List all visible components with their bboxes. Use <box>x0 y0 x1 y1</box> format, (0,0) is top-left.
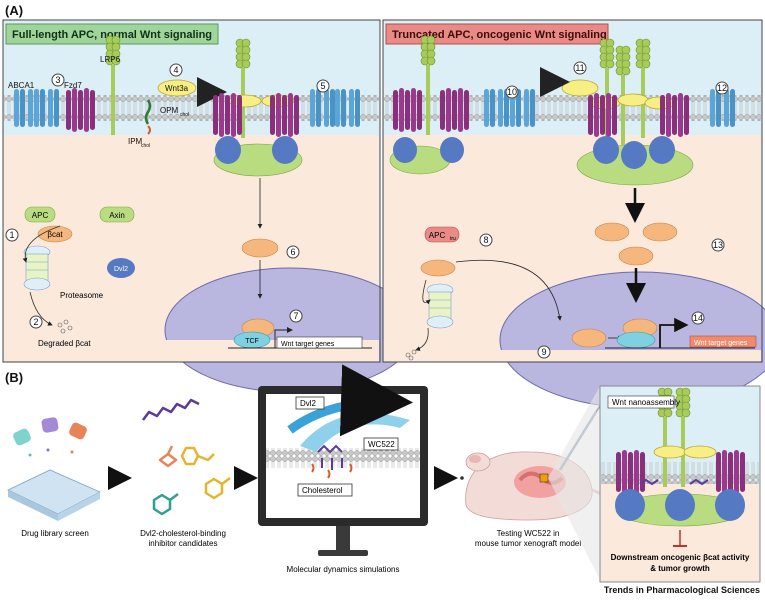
degraded-label: Degraded βcat <box>38 339 91 348</box>
wnt-target-box-left <box>276 336 363 349</box>
ipm-label: IPM <box>128 137 143 146</box>
right-cell <box>382 19 765 409</box>
monitor-wc522-box <box>363 437 399 451</box>
apc-protein <box>24 206 56 223</box>
step-5: 5 <box>320 81 325 91</box>
drug-screen-label: Drug library screen <box>21 529 89 538</box>
journal-credit: Trends in Pharmacological Sciences <box>604 585 760 595</box>
candidates-label-line2: inhibitor candidates <box>149 539 218 548</box>
proteasome-right <box>426 283 454 329</box>
panel-b-tag: (B) <box>5 370 23 385</box>
step-4: 4 <box>173 65 178 75</box>
bcat-label: βcat <box>47 230 63 239</box>
monitor-cholesterol-label: Cholesterol <box>302 486 343 495</box>
step-9: 9 <box>541 347 546 357</box>
panel-a-tag: (A) <box>5 3 23 18</box>
apc-label: APC <box>32 211 49 220</box>
step-14: 14 <box>693 313 703 323</box>
outcome-line2: & tumor growth <box>650 564 710 573</box>
cholesterol-ipm <box>147 125 151 135</box>
oncogenic-banner <box>385 23 609 45</box>
wnt3a-ligand <box>157 79 197 97</box>
bcat-right-a <box>420 259 456 277</box>
axin-protein <box>99 206 135 223</box>
step-12: 12 <box>717 83 727 93</box>
panel-a: (A) Full-length APC, normal Wnt signalin… <box>2 3 765 409</box>
outcome-line1: Downstream oncogenic βcat activity <box>611 553 750 562</box>
step-2: 2 <box>33 317 38 327</box>
dvl2-protein-left <box>107 258 135 278</box>
opm-sub-label: chol <box>180 112 189 118</box>
wnt3a-label: Wnt3a <box>165 84 189 93</box>
wnt3a-ligand-right <box>561 79 599 97</box>
apc-trunc-sub-label: tru <box>450 236 456 242</box>
degraded-fragments-left <box>57 319 73 334</box>
step-13: 13 <box>713 240 723 250</box>
monitor-wc522-label: WC522 <box>368 440 395 449</box>
abca1-label: ABCA1 <box>8 81 35 90</box>
zoom-wedge <box>548 386 600 580</box>
fzd7-receptor-left <box>66 88 95 132</box>
apc-trunc-label: APC <box>429 231 446 240</box>
dvl2-label: Dvl2 <box>114 266 128 273</box>
proteasome-label: Proteasome <box>60 291 104 300</box>
fzd7-receptor-right-a <box>393 88 422 132</box>
opm-label: OPM <box>160 106 179 115</box>
lrp6-label: LRP6 <box>100 55 121 64</box>
axin-label: Axin <box>109 211 125 220</box>
signalosome-left <box>213 38 303 177</box>
nanoassembly-inset <box>599 385 761 583</box>
fzd7-receptor-right-b <box>440 88 469 132</box>
normal-banner-text: Full-length APC, normal Wnt signaling <box>12 29 212 41</box>
drug-screen-illustration <box>7 417 101 521</box>
mouse-label-line1: Testing WC522 in <box>497 529 560 538</box>
mouse-label-line2: mouse tumor xenograft model <box>475 539 581 548</box>
step-3: 3 <box>55 75 60 85</box>
wnt-target-left: Wnt target genes <box>281 341 335 348</box>
oncogenic-banner-text: Truncated APC, oncogenic Wnt signaling <box>392 29 607 41</box>
apc-truncated <box>424 226 460 243</box>
left-cell <box>2 19 416 393</box>
monitor-dvl2-label: Dvl2 <box>300 399 317 408</box>
candidates-label-line1: Dvl2-cholesterol-binding <box>140 529 226 538</box>
cholesterol-opm <box>144 99 152 125</box>
inset-label-box <box>607 395 675 409</box>
fzd7-label: Fzd7 <box>64 81 82 90</box>
md-monitor: Dvl2 WC522 Cholesterol <box>258 364 428 556</box>
step-8: 8 <box>483 235 488 245</box>
proteasome-left <box>23 245 51 291</box>
wnt-target-box-right <box>689 335 757 348</box>
step-7: 7 <box>293 311 298 321</box>
step-10: 10 <box>507 87 517 97</box>
bcat-protein-left <box>37 225 73 243</box>
step-11: 11 <box>575 63 584 73</box>
monitor-dvl2-box <box>295 396 325 410</box>
bcat-stabilized-left <box>241 238 279 258</box>
ipm-sub-label: chol <box>141 143 150 149</box>
inhibitor-molecules <box>142 398 231 516</box>
signalosome-right <box>576 38 694 186</box>
inset-label: Wnt nanoassembly <box>612 398 680 407</box>
md-label: Molecular dynamics simulations <box>287 565 400 574</box>
monitor-cholesterol-box <box>297 483 353 497</box>
step-1: 1 <box>9 230 14 240</box>
tcf-label: TCF <box>245 338 259 345</box>
wnt-target-right: Wnt target genes <box>694 340 748 347</box>
panel-b: (B) Drug library screen Dvl2-cholesterol… <box>5 364 761 583</box>
step-6: 6 <box>290 247 295 257</box>
